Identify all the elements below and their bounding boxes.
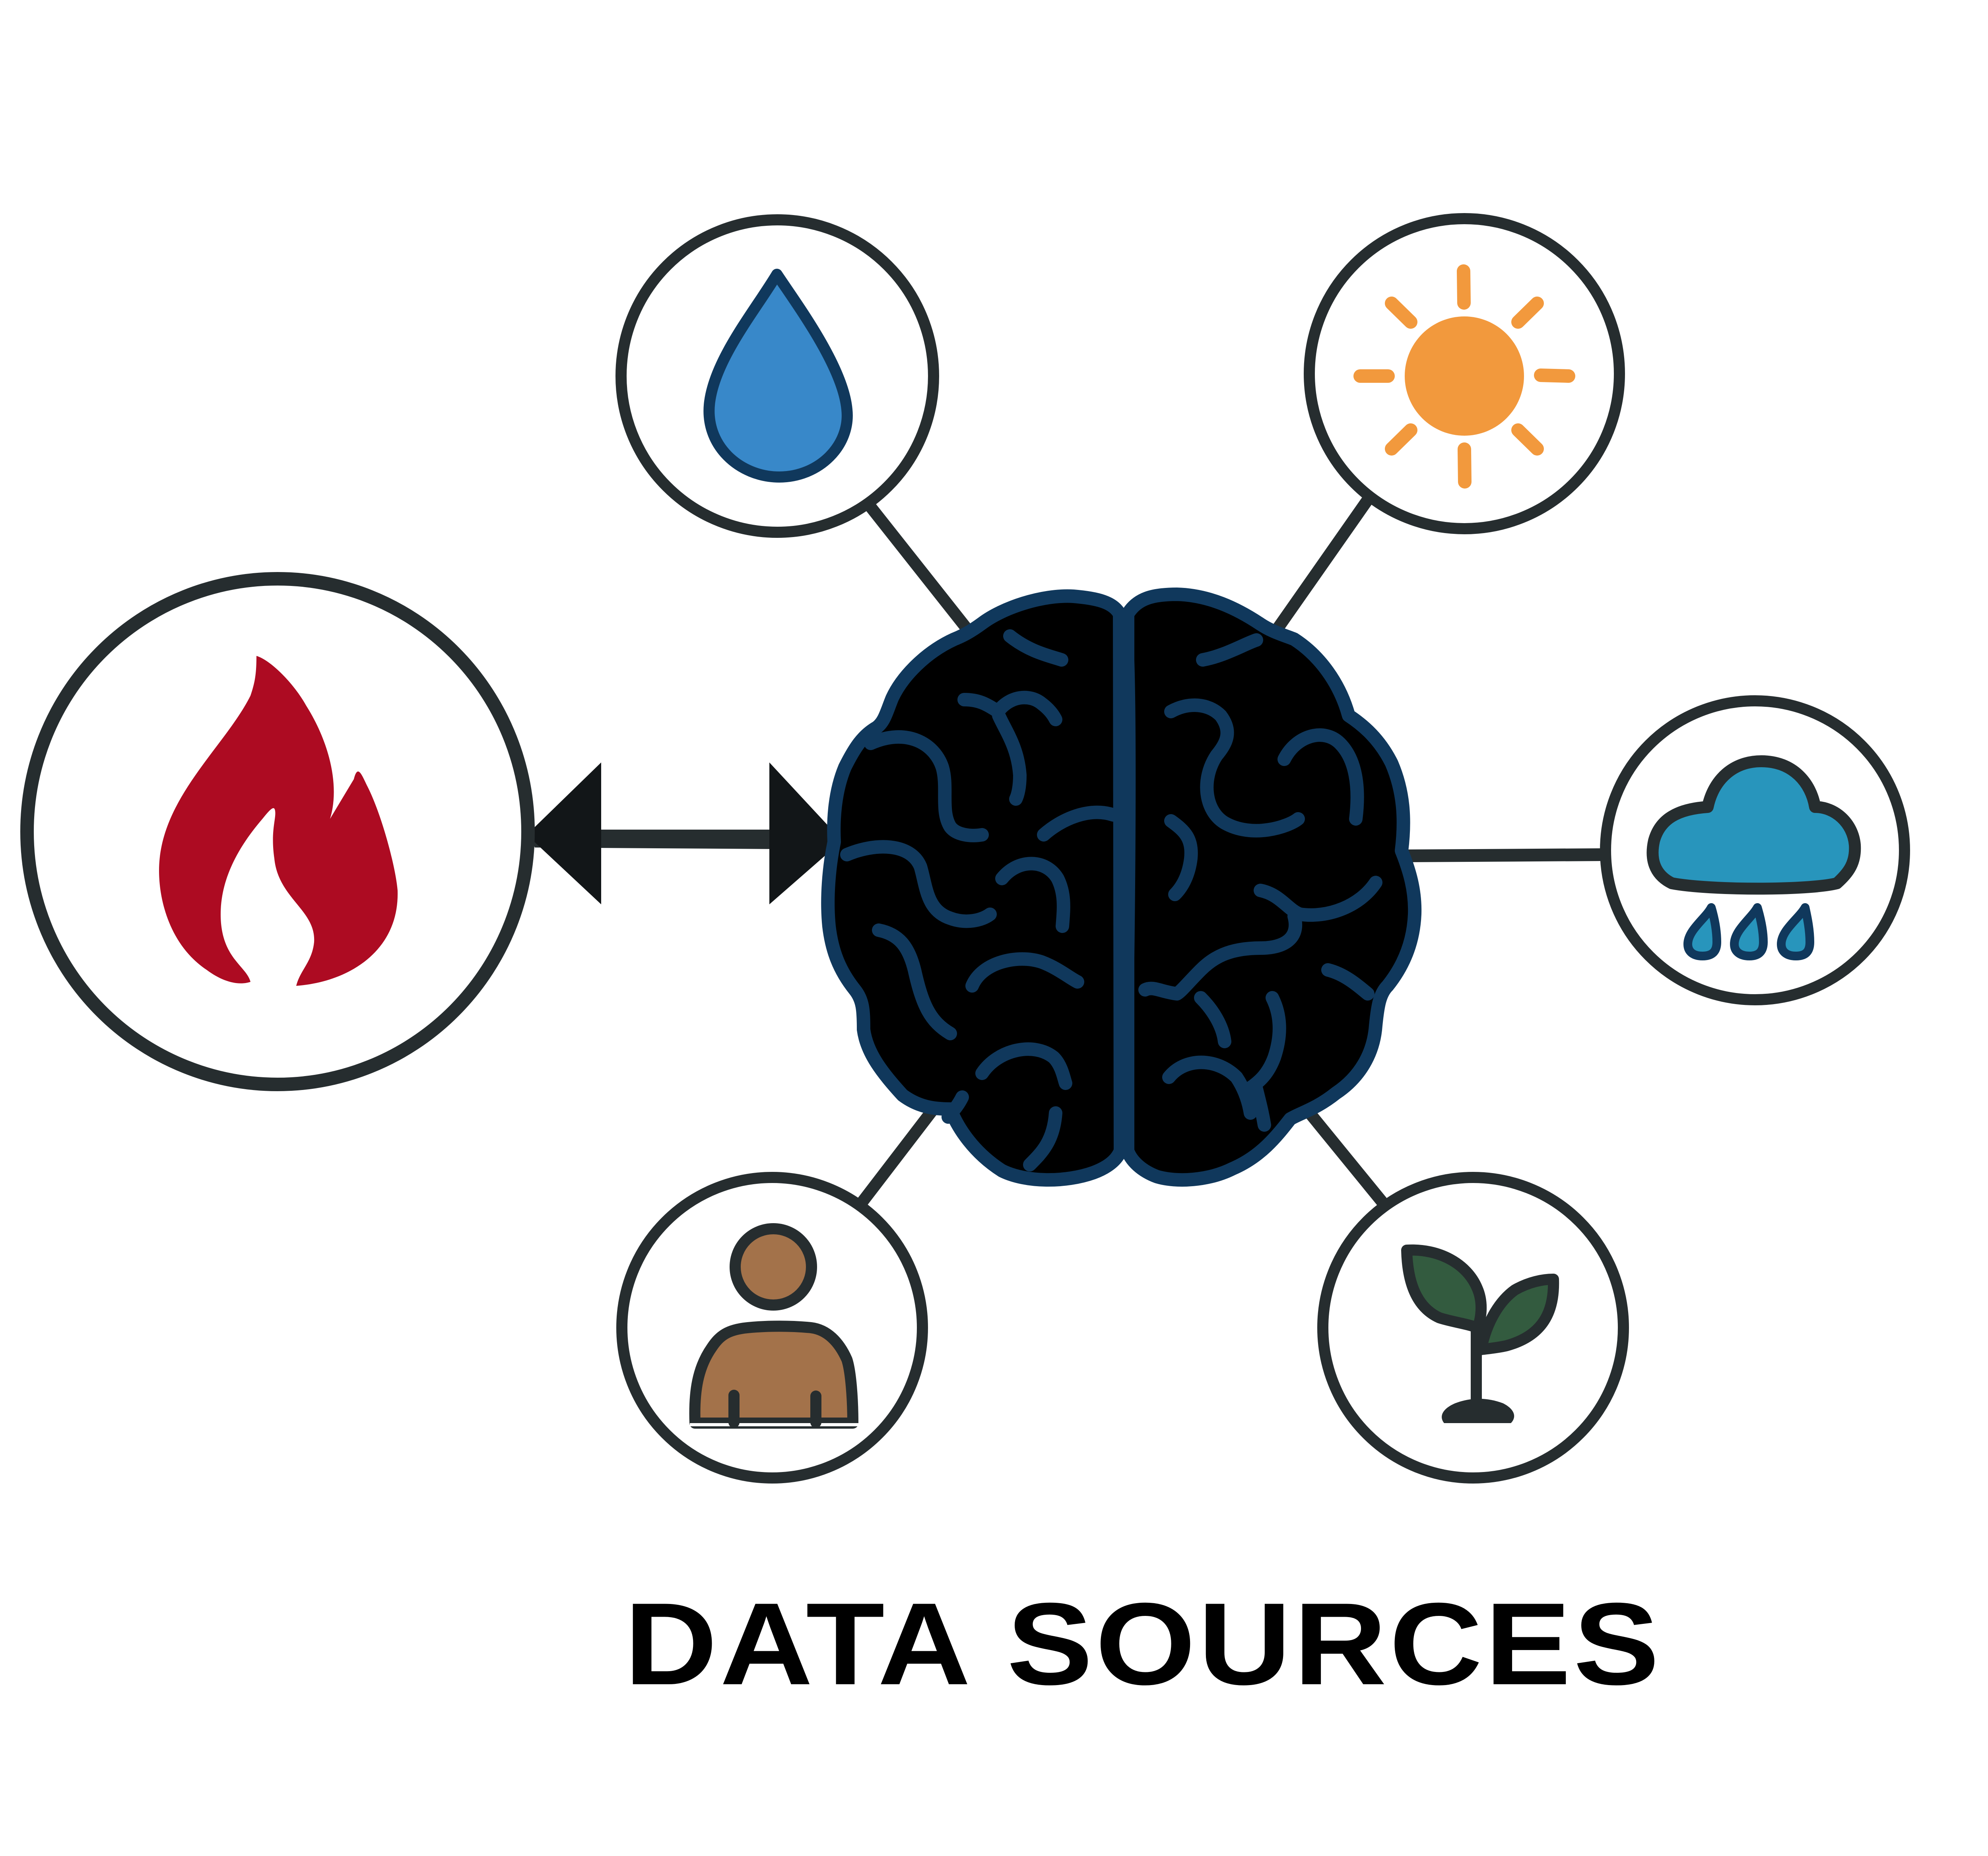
brain-folds-left (840, 613, 1136, 1171)
cloud-icon (1646, 755, 1861, 895)
node-rain[interactable] (1600, 695, 1910, 1005)
person-head (730, 1223, 817, 1311)
double-arrow-connector (527, 762, 843, 904)
plant-sprout-icon (1401, 1244, 1559, 1423)
connector-sun (1269, 491, 1376, 638)
node-fire[interactable] (20, 572, 535, 1091)
sun-icon (1353, 264, 1575, 489)
node-plant[interactable] (1317, 1172, 1629, 1484)
node-person[interactable] (616, 1172, 928, 1484)
raindrops-icon (1683, 903, 1814, 960)
page-title: DATA SOURCES (624, 1578, 1662, 1709)
brain-folds-right (1138, 633, 1382, 1132)
brain-icon[interactable] (821, 588, 1422, 1187)
connector-water (861, 496, 976, 639)
brain-left-hemisphere (821, 589, 1127, 1187)
water-drop-icon (703, 269, 853, 483)
person-icon (689, 1223, 859, 1429)
node-sun[interactable] (1304, 213, 1625, 534)
leaf-left (1401, 1244, 1487, 1333)
plant-soil (1442, 1398, 1514, 1423)
fire-icon (159, 656, 398, 986)
connector-rain (1400, 848, 1609, 862)
arrow-head-right-icon (769, 762, 842, 904)
person-torso (689, 1321, 858, 1429)
arrow-shaft (529, 830, 843, 849)
arrow-head-left-icon (527, 762, 601, 904)
rain-cloud-icon (1646, 755, 1861, 960)
node-water[interactable] (615, 214, 939, 538)
